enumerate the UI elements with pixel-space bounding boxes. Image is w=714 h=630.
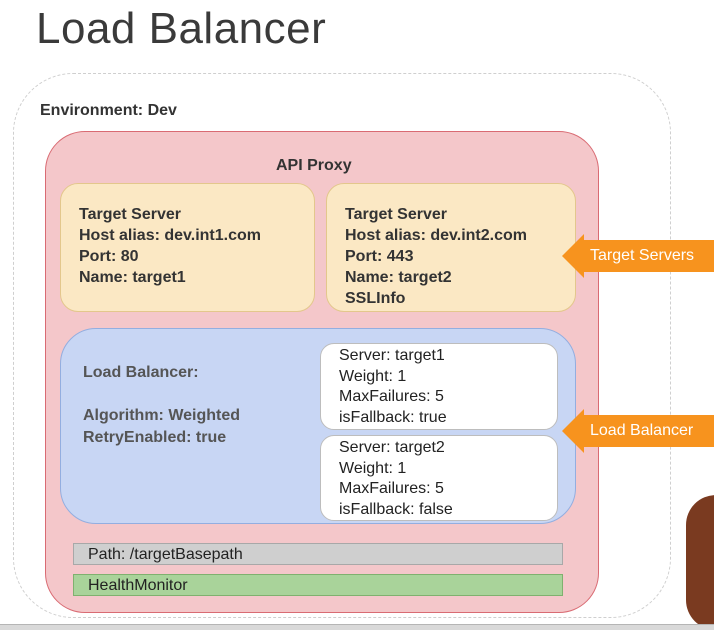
target-server-1-name: Name: target1 xyxy=(79,269,186,286)
load-balancer-retry: RetryEnabled: true xyxy=(83,429,227,446)
target-server-1: Target Server Host alias: dev.int1.com P… xyxy=(60,183,315,312)
target-server-2-port: Port: 443 xyxy=(345,248,414,265)
lb-server-2-name: Server: target2 xyxy=(339,439,445,456)
load-balancer-callout-label: Load Balancer xyxy=(590,422,694,439)
target-server-2-name: Name: target2 xyxy=(345,269,452,286)
lb-server-1-maxfailures: MaxFailures: 5 xyxy=(339,388,444,405)
target-servers-callout: Target Servers xyxy=(562,234,714,278)
target-server-2-heading: Target Server xyxy=(345,206,447,223)
target-server-2: Target Server Host alias: dev.int2.com P… xyxy=(326,183,576,312)
environment-label: Environment: Dev xyxy=(40,102,177,119)
api-proxy-label: API Proxy xyxy=(276,157,352,174)
environment-boundary xyxy=(13,73,671,618)
bottom-divider xyxy=(0,624,714,630)
lb-server-1-name: Server: target1 xyxy=(339,347,445,364)
load-balancer-algorithm: Algorithm: Weighted xyxy=(83,407,241,424)
target-servers-callout-label: Target Servers xyxy=(590,247,695,264)
lb-server-1: Server: target1 Weight: 1 MaxFailures: 5… xyxy=(320,343,558,430)
presenter-silhouette xyxy=(686,495,714,630)
target-server-2-host: Host alias: dev.int2.com xyxy=(345,227,527,244)
target-server-1-host: Host alias: dev.int1.com xyxy=(79,227,261,244)
load-balancer-callout: Load Balancer xyxy=(562,409,714,453)
path-bar: Path: /targetBasepath xyxy=(73,543,563,565)
lb-server-1-weight: Weight: 1 xyxy=(339,367,407,385)
callout-arrow-icon xyxy=(562,234,584,278)
health-monitor-bar: HealthMonitor xyxy=(73,574,563,596)
target-server-2-sslinfo: SSLInfo xyxy=(345,290,406,307)
lb-server-1-isfallback: isFallback: true xyxy=(339,408,447,426)
lb-server-2-maxfailures: MaxFailures: 5 xyxy=(339,480,444,497)
target-server-1-heading: Target Server xyxy=(79,206,181,223)
target-server-1-port: Port: 80 xyxy=(79,248,139,265)
lb-server-2-isfallback: isFallback: false xyxy=(339,500,453,518)
lb-server-2-weight: Weight: 1 xyxy=(339,459,407,477)
lb-server-2: Server: target2 Weight: 1 MaxFailures: 5… xyxy=(320,435,558,521)
slide-title: Load Balancer xyxy=(36,4,327,53)
load-balancer-heading: Load Balancer: xyxy=(83,364,199,381)
callout-arrow-icon xyxy=(562,409,584,453)
